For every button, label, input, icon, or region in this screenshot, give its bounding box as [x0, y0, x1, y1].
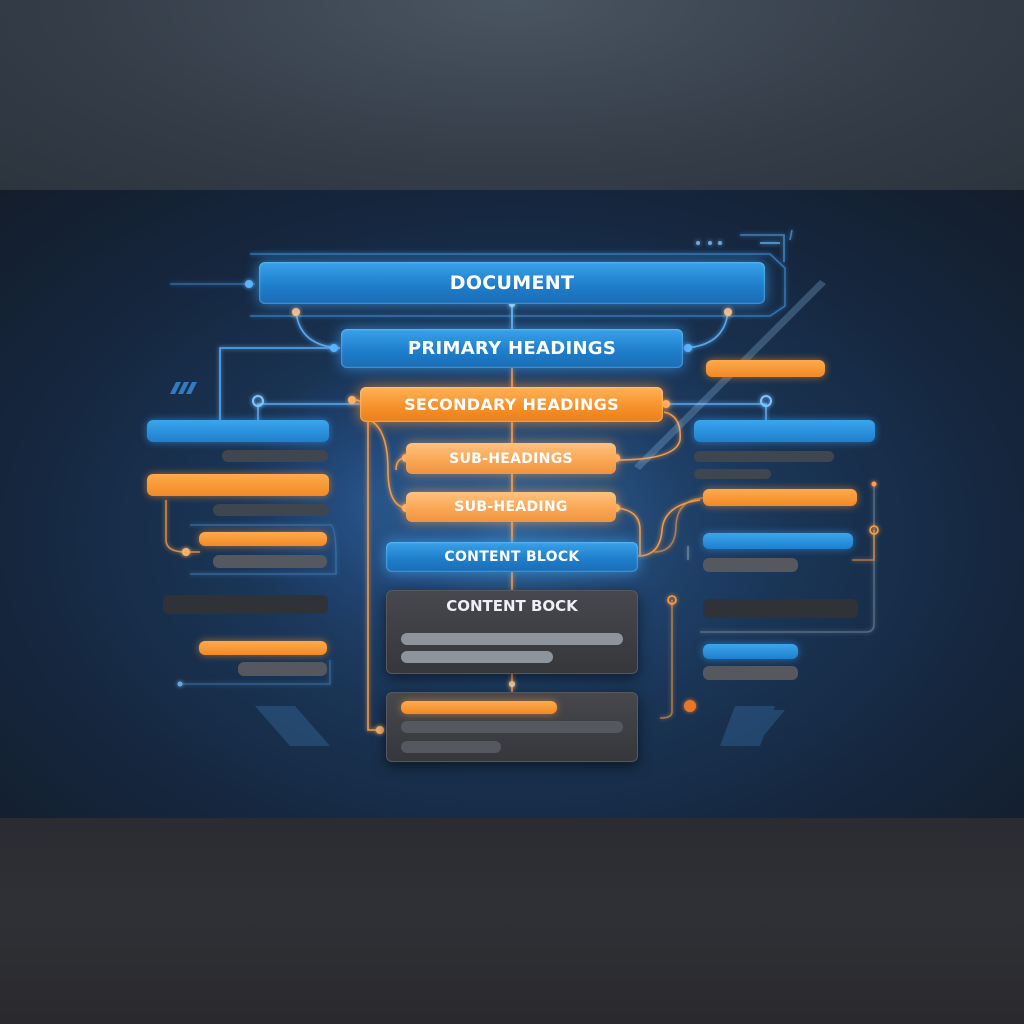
content-block-label: CONTENT BLOCK — [444, 549, 580, 565]
content-line — [401, 651, 553, 663]
right-bar — [703, 599, 858, 618]
primary-headings-label: PRIMARY HEADINGS — [407, 338, 617, 359]
right-bar — [703, 489, 857, 506]
left-bar — [147, 420, 329, 442]
document-label: DOCUMENT — [449, 272, 575, 294]
sub-heading-label: SUB-HEADING — [454, 499, 568, 515]
primary-headings-node: PRIMARY HEADINGS — [341, 329, 683, 368]
top-backdrop — [0, 0, 1024, 190]
right-bar — [694, 451, 834, 462]
left-bar — [199, 532, 327, 546]
right-bar — [703, 533, 853, 549]
content-line — [401, 741, 501, 753]
content-line — [401, 721, 623, 733]
sub-headings-node: SUB-HEADINGS — [406, 443, 616, 474]
content-block-node: CONTENT BLOCK — [386, 542, 638, 572]
secondary-headings-label: SECONDARY HEADINGS — [404, 395, 619, 414]
right-bar — [703, 666, 798, 680]
left-bar — [213, 504, 329, 516]
left-bar — [163, 595, 328, 614]
sub-heading-node: SUB-HEADING — [406, 492, 616, 522]
left-bar — [213, 555, 327, 568]
sub-headings-label: SUB-HEADINGS — [449, 450, 573, 467]
content-card-title: CONTENT BOCK — [446, 597, 578, 615]
left-bar — [222, 450, 328, 462]
right-bar — [703, 644, 798, 659]
secondary-headings-node: SECONDARY HEADINGS — [360, 387, 663, 422]
right-bar — [703, 558, 798, 572]
left-bar — [147, 474, 329, 496]
left-bar — [238, 662, 327, 676]
right-bar — [694, 420, 875, 442]
right-bar — [706, 360, 825, 377]
content-card-1: CONTENT BOCK — [386, 590, 638, 674]
bottom-backdrop — [0, 818, 1024, 1024]
content-line — [401, 633, 623, 645]
document-node: DOCUMENT — [259, 262, 765, 304]
right-bar — [694, 469, 771, 479]
left-bar — [199, 641, 327, 655]
content-card-2 — [386, 692, 638, 762]
content-line — [401, 701, 557, 714]
